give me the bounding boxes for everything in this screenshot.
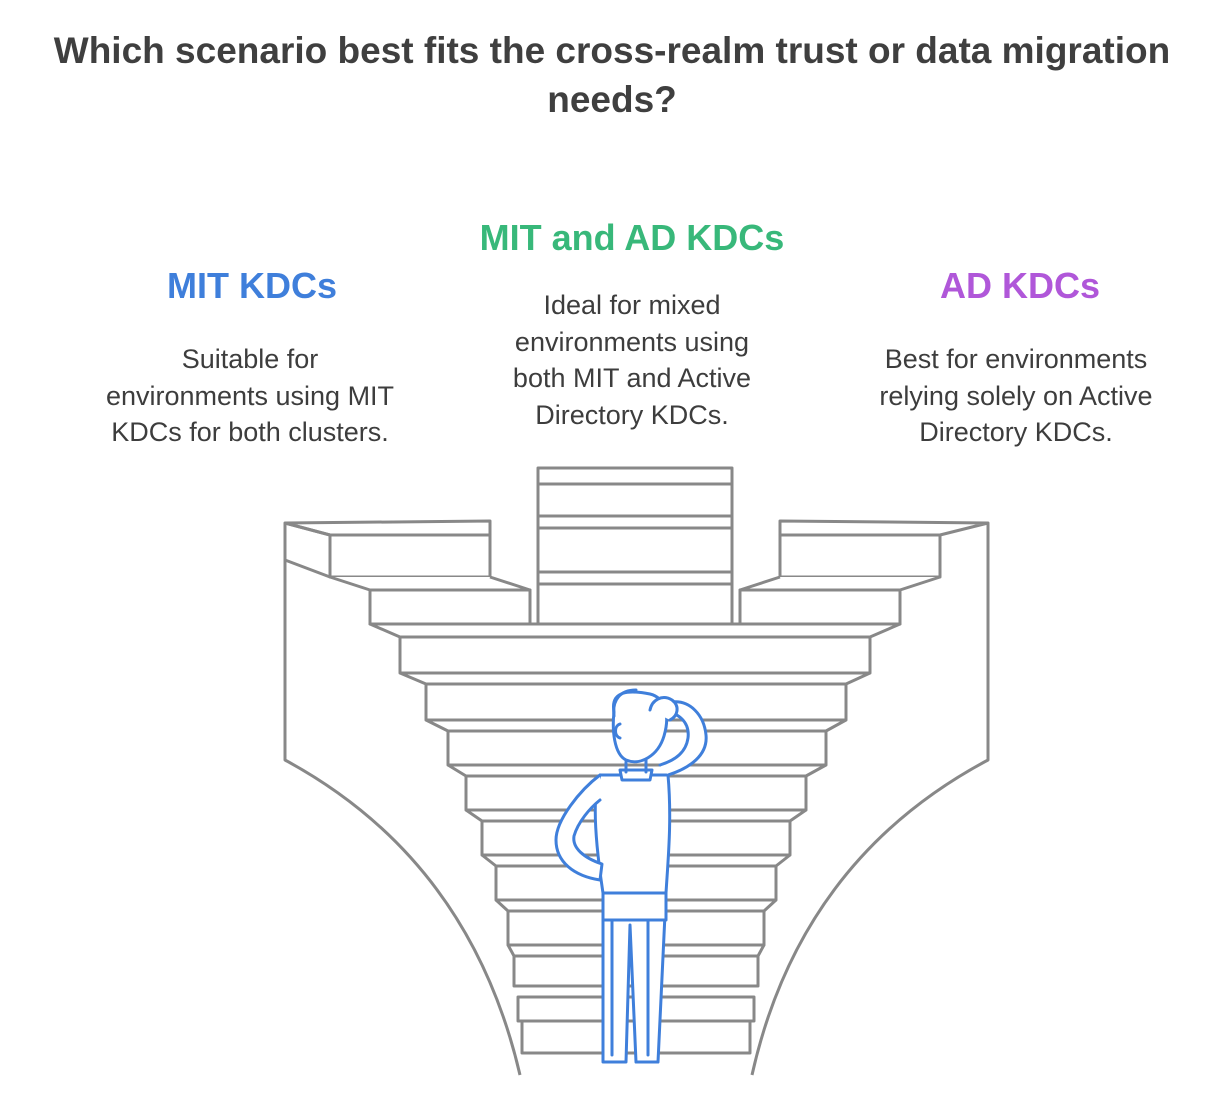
diagram-title: Which scenario best fits the cross-realm… xyxy=(0,26,1224,124)
belt xyxy=(601,891,668,922)
stair-tread xyxy=(447,763,827,778)
right-pillar xyxy=(750,523,990,1076)
description-line: Best for environments xyxy=(884,344,1148,374)
description-line: Ideal for mixed xyxy=(543,290,721,320)
left-step-2 xyxy=(368,588,532,626)
option-mit-and-ad-kdcs-title: MIT and AD KDCs xyxy=(479,217,785,258)
description-line: relying solely on Active xyxy=(879,380,1153,411)
stair-tread xyxy=(465,808,807,823)
stair-tread xyxy=(494,898,778,913)
stair-tread xyxy=(481,853,791,868)
hand-on-head xyxy=(648,696,679,722)
option-mit-kdcs-title: MIT KDCs xyxy=(167,265,337,306)
option-mit-and-ad-kdcs-description: Ideal for mixed environments using both … xyxy=(432,287,832,433)
landing-top xyxy=(368,622,902,639)
option-mit-kdcs-description: Suitable for environments using MIT KDCs… xyxy=(50,341,450,451)
stair-step xyxy=(398,635,872,675)
description-line: Directory KDCs. xyxy=(535,399,729,430)
description-line: environments using MIT xyxy=(105,380,395,411)
left-step-1 xyxy=(328,533,492,579)
title-line-2: needs? xyxy=(547,79,677,120)
description-line: Suitable for xyxy=(181,344,319,374)
right-step-1 xyxy=(778,533,942,579)
stair-tread xyxy=(506,944,766,957)
left-arm xyxy=(554,773,604,882)
title-line-1: Which scenario best fits the cross-realm… xyxy=(53,30,1171,71)
person-torso xyxy=(593,773,672,895)
left-step-2-top xyxy=(329,575,532,592)
option-ad-kdcs-description: Best for environments relying solely on … xyxy=(816,341,1216,451)
right-step-2-top xyxy=(738,575,941,592)
stair-tread xyxy=(425,718,847,733)
description-line: both MIT and Active xyxy=(512,363,752,393)
description-line: Directory KDCs. xyxy=(919,417,1113,447)
right-step-2 xyxy=(738,588,902,626)
thinking-person xyxy=(554,688,708,1064)
middle-tower xyxy=(536,466,734,626)
collar xyxy=(618,768,654,782)
right-step-top xyxy=(778,519,990,537)
description-line: environments using xyxy=(514,326,750,357)
ear xyxy=(614,722,622,740)
left-step-top xyxy=(283,519,492,537)
description-line: KDCs for both clusters. xyxy=(111,417,389,447)
stair-tread xyxy=(399,671,871,686)
option-ad-kdcs-title: AD KDCs xyxy=(939,265,1100,306)
hair xyxy=(612,688,638,718)
left-pillar xyxy=(283,523,522,1076)
